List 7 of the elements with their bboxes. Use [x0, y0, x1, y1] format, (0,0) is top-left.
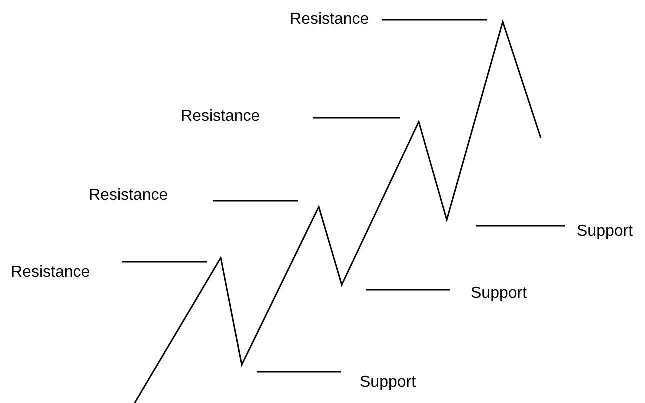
level-label: Resistance [181, 108, 260, 126]
level-label: Support [577, 223, 634, 241]
level-label: Support [360, 374, 416, 392]
level-label: Resistance [290, 11, 370, 29]
level-label: Resistance [11, 264, 90, 282]
level-label: Resistance [89, 187, 168, 205]
level-label: Support [471, 285, 528, 303]
